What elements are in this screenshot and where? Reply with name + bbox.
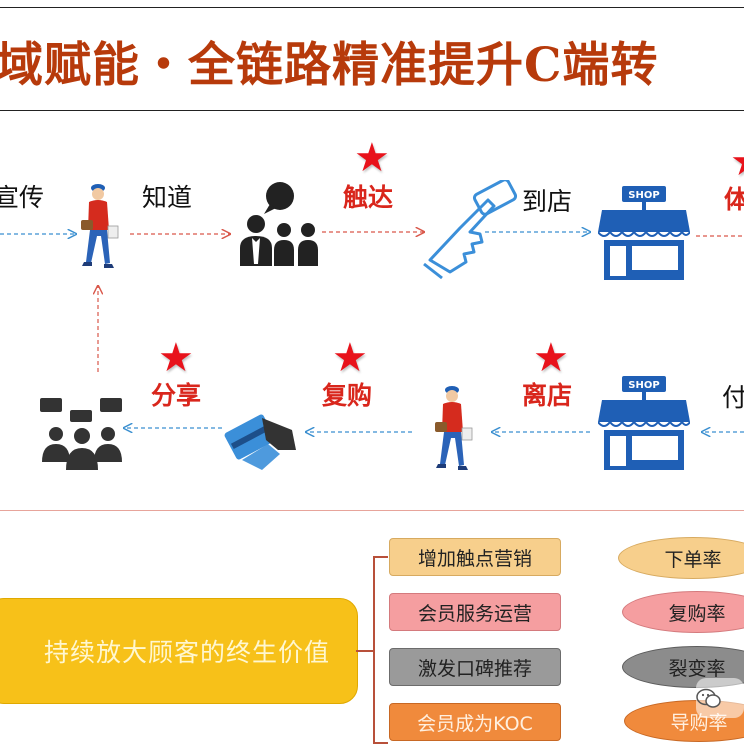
shop-icon: SHOP bbox=[598, 186, 690, 280]
label-share: 分享 bbox=[151, 381, 202, 410]
group-chat-icon bbox=[40, 398, 122, 470]
watermark bbox=[696, 678, 744, 718]
card-payment-icon bbox=[224, 414, 296, 470]
section-divider bbox=[0, 510, 744, 511]
shop-icon: SHOP bbox=[598, 376, 690, 470]
star-icon: ★ bbox=[730, 142, 744, 182]
star-icon: ★ bbox=[354, 135, 390, 181]
metric-ellipse: 下单率 bbox=[618, 537, 744, 579]
label-experience: 体 bbox=[724, 185, 744, 214]
label-pay: 付 bbox=[722, 383, 744, 412]
label-repurchase: 复购 bbox=[322, 381, 373, 410]
person-walking-icon bbox=[81, 184, 119, 268]
shop-sign-text: SHOP bbox=[628, 380, 659, 391]
label-reach: 触达 bbox=[343, 183, 394, 212]
star-icon: ★ bbox=[533, 335, 569, 381]
person-walking-icon bbox=[435, 386, 473, 470]
audience-speech-icon bbox=[240, 182, 318, 266]
main-value-text: 持续放大顾客的终生价值 bbox=[43, 638, 330, 667]
star-icon: ★ bbox=[158, 335, 194, 381]
main-value-box: 持续放大顾客的终生价值 bbox=[0, 598, 358, 704]
action-pill: 会员成为KOC bbox=[389, 703, 561, 741]
title-top-rule bbox=[0, 7, 744, 8]
action-pill: 激发口碑推荐 bbox=[389, 648, 561, 686]
label-know: 知道 bbox=[142, 183, 193, 212]
metric-ellipse: 复购率 bbox=[622, 591, 744, 633]
label-publicity: 宣传 bbox=[0, 183, 45, 212]
hand-touch-phone-icon bbox=[423, 180, 518, 280]
page-title: 域赋能・全链路精准提升C端转 bbox=[0, 38, 659, 93]
label-visit: 到店 bbox=[522, 187, 573, 216]
metric-ellipse: 导购率 bbox=[624, 700, 744, 742]
wechat-icon bbox=[696, 688, 721, 708]
bracket-connector bbox=[356, 556, 388, 744]
shop-sign-text: SHOP bbox=[628, 190, 659, 201]
action-pill: 增加触点营销 bbox=[389, 538, 561, 576]
star-icon: ★ bbox=[332, 335, 368, 381]
label-leave: 离店 bbox=[522, 381, 573, 410]
title-bottom-rule bbox=[0, 110, 744, 111]
action-pill: 会员服务运营 bbox=[389, 593, 561, 631]
